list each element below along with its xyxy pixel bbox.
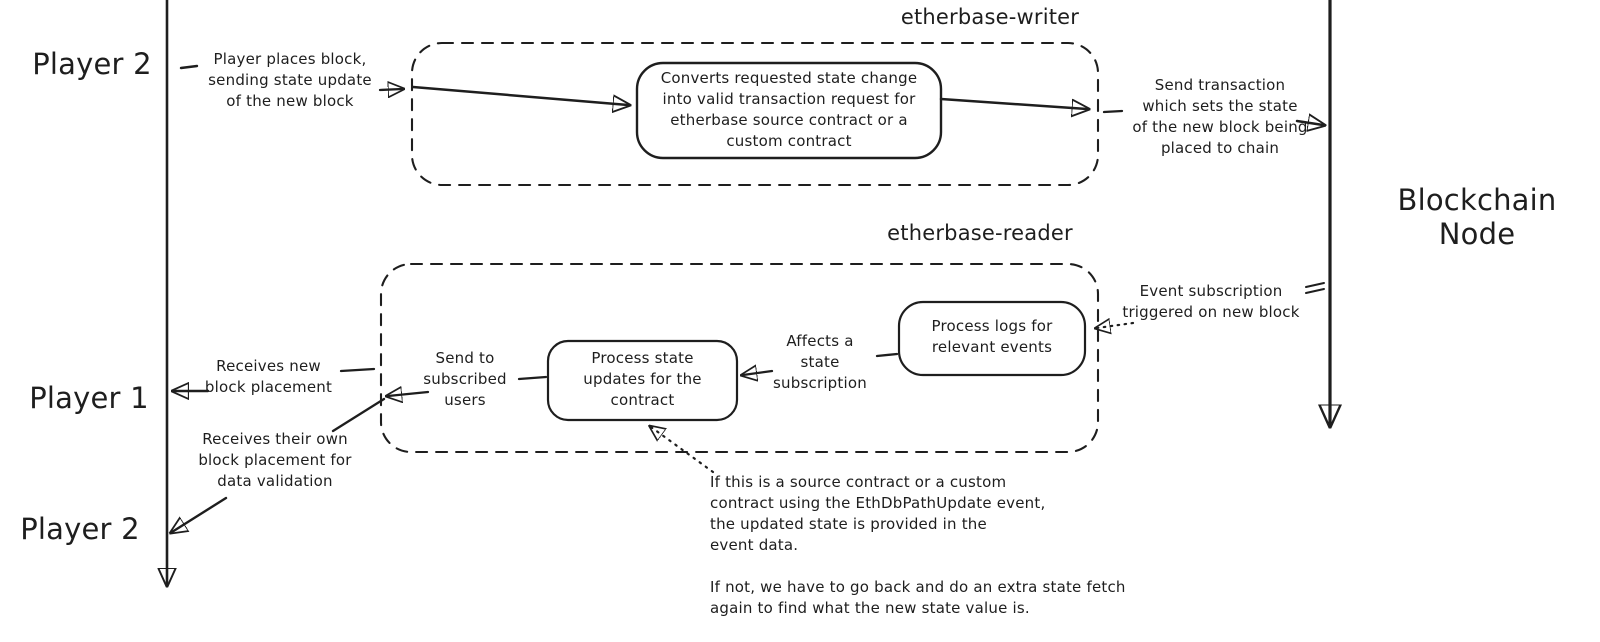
annotation-send-transaction: Send transaction which sets the state of… <box>1132 76 1308 157</box>
send-transaction-dash <box>1102 109 1124 114</box>
receives-new-dash <box>339 367 376 373</box>
arrow-event-subscription-to-logs <box>1097 323 1135 328</box>
line-to-receives-own <box>331 397 386 433</box>
arrow-player-places-to-writer <box>378 89 402 90</box>
arrow-converts-to-writer-edge <box>939 97 1087 109</box>
process-logs-node-box <box>897 300 1087 377</box>
annotation-send-to-users: Send to subscribed users <box>423 349 507 409</box>
lane-label-player1: Player 1 <box>29 381 149 415</box>
writer-group-title: etherbase-writer <box>900 5 1080 29</box>
arrow-writer-edge-to-converts <box>411 85 628 105</box>
arrow-note-to-process-state <box>651 427 715 474</box>
converts-node-box <box>635 61 943 160</box>
event-subscription-tick-1 <box>1305 282 1325 288</box>
lane-label-player2-top: Player 2 <box>32 47 152 81</box>
annotation-receives-new: Receives new block placement <box>204 357 333 396</box>
arrow-send-transaction-to-node <box>1295 121 1323 125</box>
event-subscription-tick-2 <box>1305 288 1325 294</box>
lane-label-blockchain-node: Blockchain Node <box>1397 183 1557 251</box>
annotation-receives-own: Receives their own block placement for d… <box>198 430 352 490</box>
annotation-player-places: Player places block, sending state updat… <box>208 50 372 110</box>
note-state-fetch: If not, we have to go back and do an ext… <box>710 578 1126 617</box>
process-state-node-label: Process state updates for the contract <box>583 349 702 409</box>
logs-left-dash <box>875 352 899 358</box>
converts-node-label: Converts requested state change into val… <box>660 69 918 150</box>
arrow-send-to-reader-edge <box>388 392 430 396</box>
lane-label-player2-bottom: Player 2 <box>20 512 140 546</box>
process-state-left-dash <box>517 375 548 381</box>
note-source-contract: If this is a source contract or a custom… <box>710 473 1046 554</box>
arrow-affects-to-process-state <box>743 371 774 375</box>
player2-label-dash <box>179 64 199 70</box>
arrow-receives-own-to-player <box>172 496 228 532</box>
annotation-affects-state: Affects a state subscription <box>773 332 867 392</box>
reader-group-box <box>379 262 1100 454</box>
process-state-node-box <box>546 339 739 422</box>
annotation-event-subscription: Event subscription triggered on new bloc… <box>1122 282 1300 321</box>
reader-group-title: etherbase-reader <box>887 221 1073 245</box>
process-logs-node-label: Process logs for relevant events <box>931 317 1053 356</box>
